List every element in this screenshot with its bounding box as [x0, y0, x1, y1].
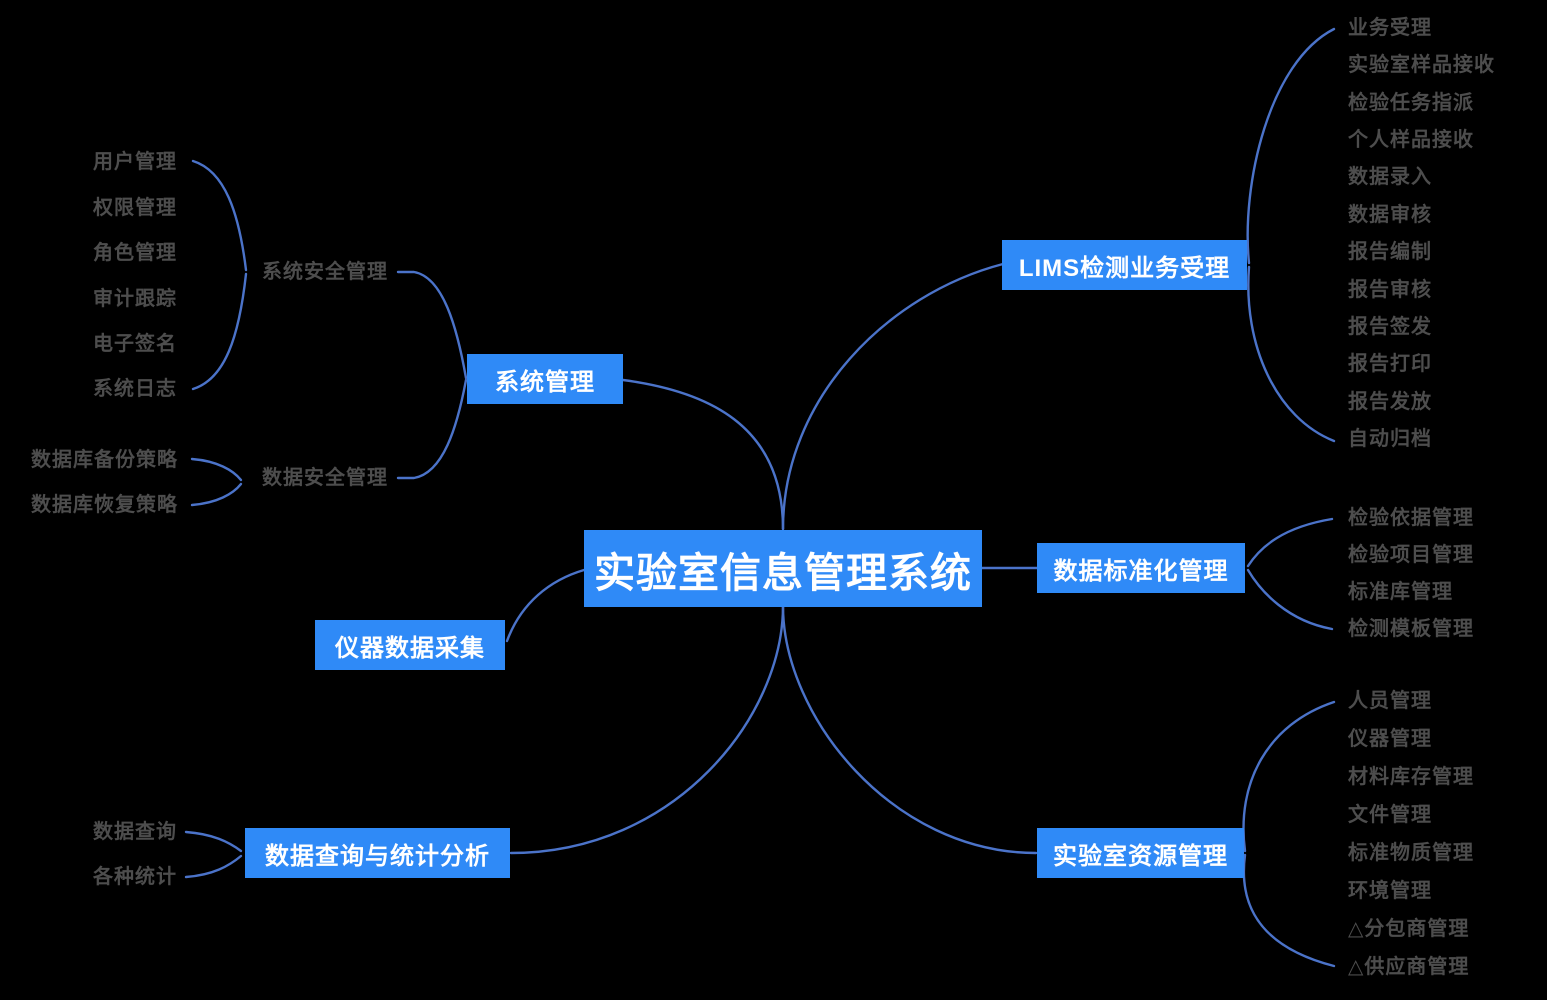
leaf-item[interactable]: 用户管理: [93, 151, 177, 173]
leaf-item[interactable]: 人员管理: [1348, 690, 1432, 712]
edge-root-system: [621, 378, 785, 531]
node-data-security[interactable]: 数据安全管理: [262, 467, 388, 489]
leaf-item[interactable]: 仪器管理: [1348, 728, 1432, 750]
brace-resource-top: [1242, 700, 1336, 853]
leaf-item[interactable]: 材料库存管理: [1348, 766, 1474, 788]
brace-datastd-top: [1246, 517, 1334, 568]
brace-datasecurity-bottom: [190, 482, 243, 507]
node-instrument-data-collection[interactable]: 仪器数据采集: [315, 620, 505, 670]
leaf-item[interactable]: 系统日志: [93, 378, 177, 400]
brace-resource-bottom: [1242, 853, 1336, 968]
node-lab-resource-management[interactable]: 实验室资源管理: [1037, 828, 1244, 878]
leaf-item[interactable]: 电子签名: [93, 333, 177, 355]
leaf-item[interactable]: 检验任务指派: [1348, 92, 1474, 114]
leaf-item[interactable]: 自动归档: [1348, 428, 1432, 450]
node-root[interactable]: 实验室信息管理系统: [584, 530, 982, 607]
brace-query-top: [184, 830, 243, 853]
leaf-item[interactable]: 实验室样品接收: [1348, 54, 1495, 76]
leaf-item[interactable]: 检测模板管理: [1348, 618, 1474, 640]
brace-syssecurity-bottom: [191, 272, 248, 391]
leaf-item[interactable]: 报告打印: [1348, 353, 1432, 375]
leaf-item[interactable]: 标准库管理: [1348, 581, 1453, 603]
edge-system-datasecurity: [396, 378, 468, 480]
leaf-item[interactable]: △分包商管理: [1348, 918, 1470, 940]
edge-system-syssecurity: [396, 270, 468, 380]
leaf-item[interactable]: 权限管理: [93, 197, 177, 219]
node-system-management[interactable]: 系统管理: [467, 354, 623, 404]
leaf-item[interactable]: 各种统计: [93, 866, 177, 888]
edge-root-query: [509, 604, 785, 855]
leaf-item[interactable]: 报告编制: [1348, 241, 1432, 263]
node-system-security[interactable]: 系统安全管理: [262, 261, 388, 283]
brace-lims-bottom: [1247, 265, 1336, 443]
leaf-item[interactable]: 数据审核: [1348, 204, 1432, 226]
edge-root-resource: [781, 604, 1038, 855]
node-lims-acceptance[interactable]: LIMS检测业务受理: [1002, 240, 1247, 290]
leaf-item[interactable]: 环境管理: [1348, 880, 1432, 902]
leaf-item[interactable]: 标准物质管理: [1348, 842, 1474, 864]
brace-datastd-bottom: [1246, 568, 1334, 631]
leaf-item[interactable]: 报告审核: [1348, 279, 1432, 301]
leaf-item[interactable]: 检验项目管理: [1348, 544, 1474, 566]
leaf-item[interactable]: 业务受理: [1348, 17, 1432, 39]
leaf-item[interactable]: 检验依据管理: [1348, 507, 1474, 529]
leaf-item[interactable]: 报告签发: [1348, 316, 1432, 338]
brace-query-bottom: [184, 854, 243, 879]
edge-root-lims: [781, 262, 1005, 531]
leaf-item[interactable]: 数据库恢复策略: [31, 494, 178, 516]
leaf-item[interactable]: 数据库备份策略: [31, 449, 178, 471]
leaf-item[interactable]: △供应商管理: [1348, 956, 1470, 978]
leaf-item[interactable]: 审计跟踪: [93, 288, 177, 310]
node-data-standardization[interactable]: 数据标准化管理: [1037, 543, 1245, 593]
leaf-item[interactable]: 文件管理: [1348, 804, 1432, 826]
brace-datasecurity-top: [190, 457, 243, 482]
leaf-item[interactable]: 数据录入: [1348, 166, 1432, 188]
brace-lims-top: [1246, 27, 1336, 265]
node-query-statistics[interactable]: 数据查询与统计分析: [245, 828, 510, 878]
brace-syssecurity-top: [191, 159, 248, 272]
leaf-item[interactable]: 个人样品接收: [1348, 129, 1474, 151]
edge-root-instrument: [505, 568, 586, 643]
leaf-item[interactable]: 角色管理: [93, 242, 177, 264]
leaf-item[interactable]: 报告发放: [1348, 391, 1432, 413]
leaf-item[interactable]: 数据查询: [93, 821, 177, 843]
